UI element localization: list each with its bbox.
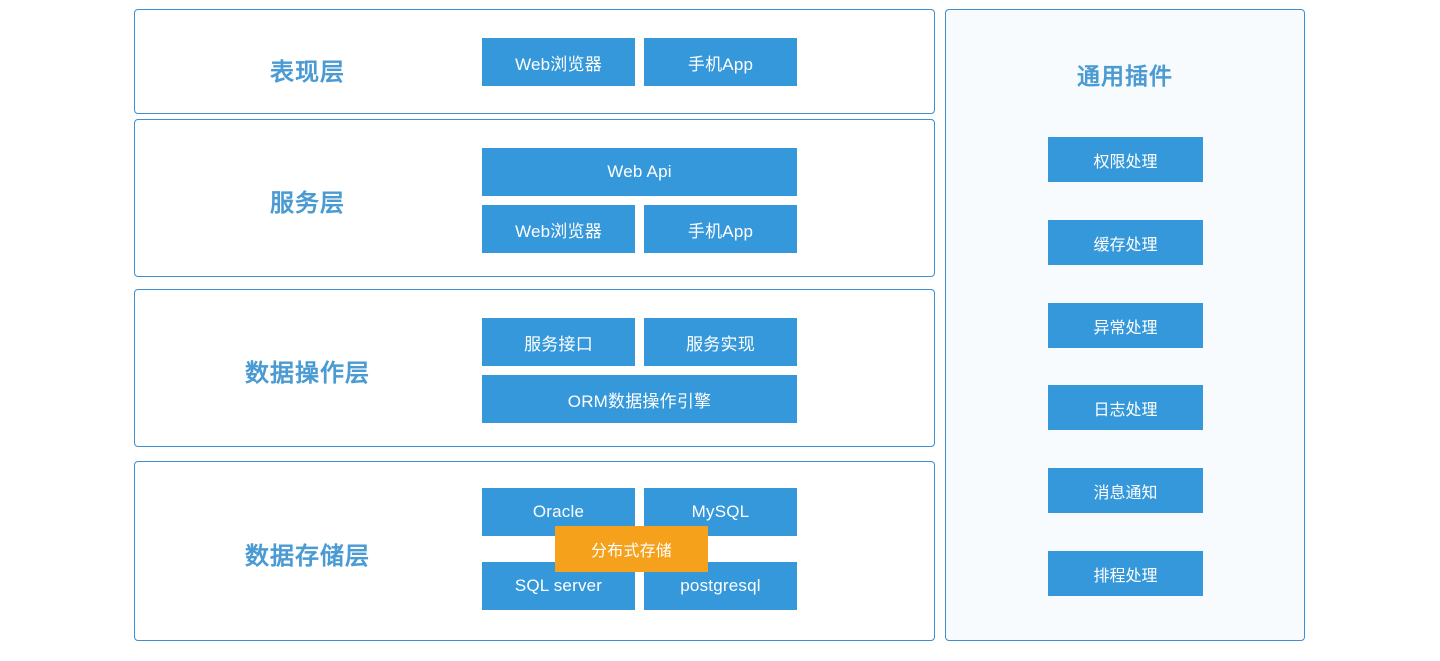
box-web-browser-presentation[interactable]: Web浏览器 (482, 38, 635, 86)
box-orm-engine[interactable]: ORM数据操作引擎 (482, 375, 797, 423)
plugin-item-log[interactable]: 日志处理 (1048, 385, 1203, 430)
box-web-api[interactable]: Web Api (482, 148, 797, 196)
box-distributed-storage[interactable]: 分布式存储 (555, 526, 708, 572)
layer-label-data-operation: 数据操作层 (245, 360, 370, 387)
plugin-item-exception[interactable]: 异常处理 (1048, 303, 1203, 348)
box-sql-server[interactable]: SQL server (482, 562, 635, 610)
box-mobile-app-service[interactable]: 手机App (644, 205, 797, 253)
layer-panel-data-storage: 数据存储层 Oracle MySQL SQL server postgresql… (134, 461, 935, 641)
layer-panel-presentation: 表现层 Web浏览器 手机App (134, 9, 935, 114)
layer-label-service: 服务层 (270, 190, 345, 217)
box-service-interface[interactable]: 服务接口 (482, 318, 635, 366)
plugin-item-message-notification[interactable]: 消息通知 (1048, 468, 1203, 513)
box-web-browser-service[interactable]: Web浏览器 (482, 205, 635, 253)
plugin-panel-title: 通用插件 (1077, 63, 1173, 89)
layer-panel-service: 服务层 Web Api Web浏览器 手机App (134, 119, 935, 277)
layer-label-data-storage: 数据存储层 (245, 543, 370, 570)
plugin-panel: 通用插件 权限处理 缓存处理 异常处理 日志处理 消息通知 排程处理 (945, 9, 1305, 641)
box-service-implementation[interactable]: 服务实现 (644, 318, 797, 366)
box-postgresql[interactable]: postgresql (644, 562, 797, 610)
plugin-item-cache[interactable]: 缓存处理 (1048, 220, 1203, 265)
plugin-item-scheduling[interactable]: 排程处理 (1048, 551, 1203, 596)
box-mobile-app-presentation[interactable]: 手机App (644, 38, 797, 86)
plugin-item-permission[interactable]: 权限处理 (1048, 137, 1203, 182)
layer-label-presentation: 表现层 (270, 59, 345, 86)
layer-panel-data-operation: 数据操作层 服务接口 服务实现 ORM数据操作引擎 (134, 289, 935, 447)
